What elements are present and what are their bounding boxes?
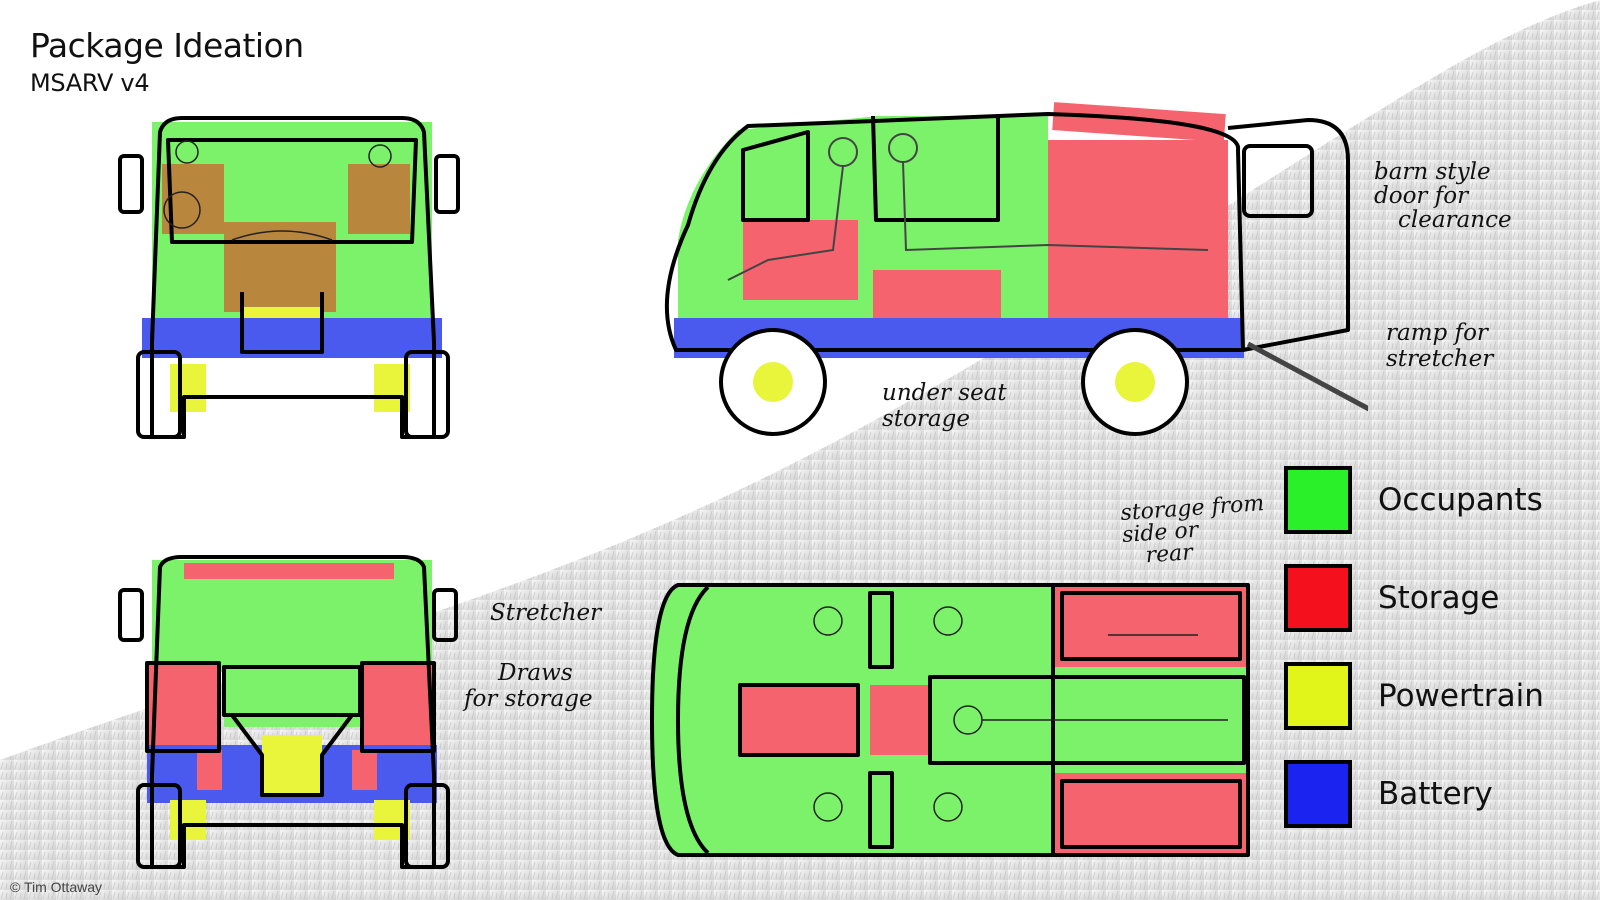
page-title: Package Ideation — [30, 26, 304, 65]
front-view-sketch — [118, 116, 460, 439]
legend-label-occupants: Occupants — [1378, 482, 1543, 518]
legend-label-storage: Storage — [1378, 580, 1500, 616]
title-block: Package Ideation MSARV v4 — [30, 26, 304, 97]
annotation-under-seat: under seat storage — [882, 380, 1007, 432]
legend-swatch-powertrain — [1284, 662, 1352, 730]
annotation-ramp: ramp for stretcher — [1386, 320, 1494, 372]
legend-swatch-storage — [1284, 564, 1352, 632]
annotation-barn-door: barn style door for clearance — [1374, 159, 1512, 233]
annotation-stretcher: Stretcher — [490, 600, 602, 626]
legend-item-occupants: Occupants — [1284, 466, 1584, 564]
legend: Occupants Storage Powertrain Battery — [1284, 466, 1584, 858]
legend-swatch-occupants — [1284, 466, 1352, 534]
annotation-storage-side: storage from side or rear — [1119, 491, 1266, 569]
credit-text: © Tim Ottaway — [10, 879, 102, 895]
top-view-sketch — [650, 583, 1250, 857]
legend-item-battery: Battery — [1284, 760, 1584, 858]
legend-item-powertrain: Powertrain — [1284, 662, 1584, 760]
annotation-draws: Draws for storage — [464, 660, 593, 712]
legend-swatch-battery — [1284, 760, 1352, 828]
page-subtitle: MSARV v4 — [30, 69, 150, 97]
legend-label-powertrain: Powertrain — [1378, 678, 1544, 714]
legend-label-battery: Battery — [1378, 776, 1493, 812]
front-view-lower-sketch — [118, 555, 458, 869]
legend-item-storage: Storage — [1284, 564, 1584, 662]
side-view-sketch — [664, 102, 1368, 436]
